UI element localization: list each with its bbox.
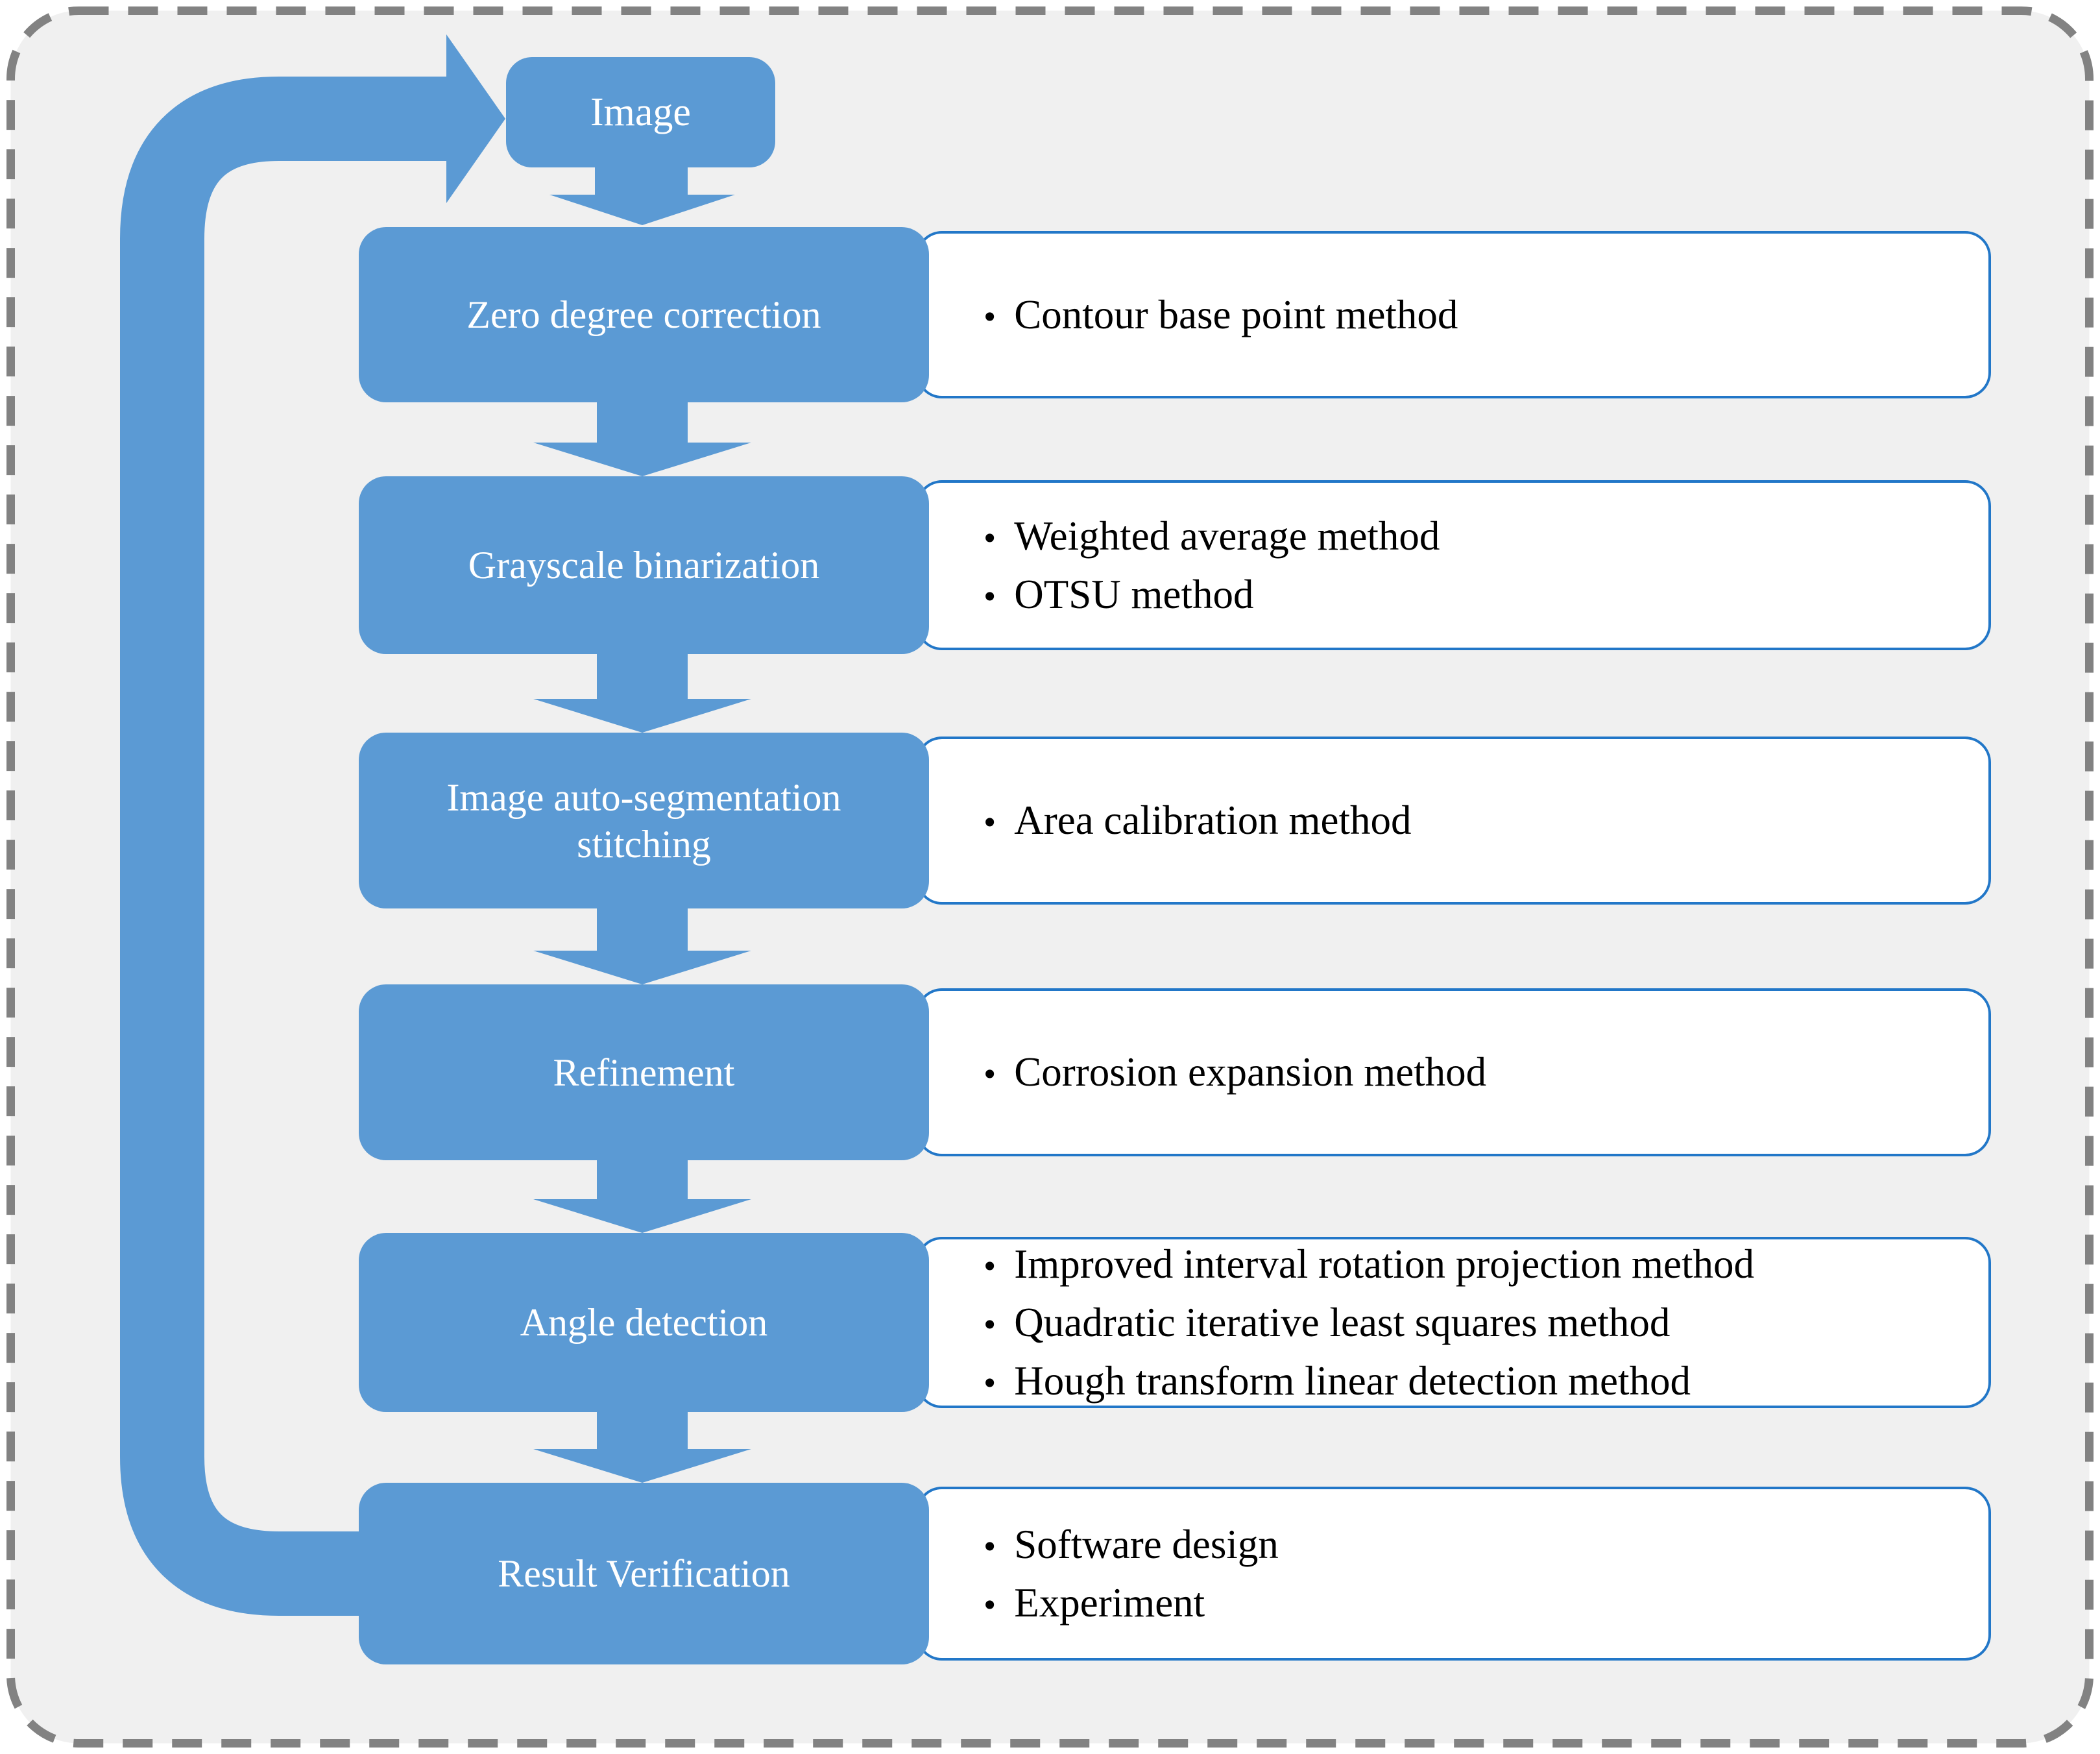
down-arrow-icon — [533, 654, 751, 733]
bullet-item: • Corrosion expansion method — [984, 1051, 1969, 1093]
bullet-text: Hough transform linear detection method — [1014, 1358, 1691, 1404]
bullet-icon: • — [984, 1245, 996, 1285]
down-arrow-icon — [533, 402, 751, 476]
bullet-icon: • — [984, 517, 996, 557]
stage-detail-box: • Area calibration method — [916, 737, 1991, 905]
bullet-icon: • — [984, 802, 996, 842]
stage-detail-box: • Weighted average method • OTSU method — [916, 480, 1991, 650]
bullet-icon: • — [984, 576, 996, 616]
stage-detail-box: • Improved interval rotation projection … — [916, 1237, 1991, 1408]
bullet-item: • Hough transform linear detection metho… — [984, 1359, 1969, 1402]
bullet-item: • Area calibration method — [984, 799, 1969, 842]
bullet-text: Area calibration method — [1014, 798, 1412, 844]
stage-label-box: Grayscale binarization — [359, 476, 929, 654]
bullet-item: • Improved interval rotation projection … — [984, 1243, 1969, 1285]
stage-label-box: Zero degree correction — [359, 227, 929, 402]
bullet-text: OTSU method — [1014, 572, 1254, 617]
stage-label-box: Refinement — [359, 984, 929, 1160]
bullet-item: • Quadratic iterative least squares meth… — [984, 1301, 1969, 1344]
bullet-item: • Experiment — [984, 1581, 1969, 1624]
bullet-text: Corrosion expansion method — [1014, 1049, 1487, 1095]
stage-detail-box: • Software design • Experiment — [916, 1487, 1991, 1661]
bullet-text: Experiment — [1014, 1580, 1205, 1626]
stage-label-box: Result Verification — [359, 1483, 929, 1664]
stage-detail-box: • Corrosion expansion method — [916, 988, 1991, 1156]
bullet-item: • Contour base point method — [984, 293, 1969, 336]
bullet-text: Quadratic iterative least squares method — [1014, 1299, 1671, 1345]
bullet-icon: • — [984, 296, 996, 336]
bullet-text: Contour base point method — [1014, 291, 1458, 337]
down-arrow-icon — [549, 167, 735, 225]
feedback-loop-path — [120, 77, 447, 1616]
bullet-icon: • — [984, 1304, 996, 1344]
bullet-icon: • — [984, 1585, 996, 1624]
bullet-text: Software design — [1014, 1521, 1279, 1567]
bullet-item: • Weighted average method — [984, 515, 1969, 557]
start-node-image: Image — [506, 57, 775, 167]
down-arrow-icon — [533, 1412, 751, 1483]
feedback-loop-arrowhead-icon — [446, 34, 505, 203]
stage-detail-box: • Contour base point method — [916, 231, 1991, 398]
bullet-icon: • — [984, 1363, 996, 1403]
bullet-item: • Software design — [984, 1523, 1969, 1566]
stage-label-box: Angle detection — [359, 1233, 929, 1412]
bullet-text: Improved interval rotation projection me… — [1014, 1241, 1754, 1287]
bullet-icon: • — [984, 1526, 996, 1566]
stage-label-box: Image auto-segmentation stitching — [359, 733, 929, 908]
bullet-text: Weighted average method — [1014, 513, 1440, 559]
down-arrow-icon — [533, 908, 751, 984]
bullet-icon: • — [984, 1054, 996, 1094]
down-arrow-icon — [533, 1160, 751, 1233]
bullet-item: • OTSU method — [984, 573, 1969, 616]
